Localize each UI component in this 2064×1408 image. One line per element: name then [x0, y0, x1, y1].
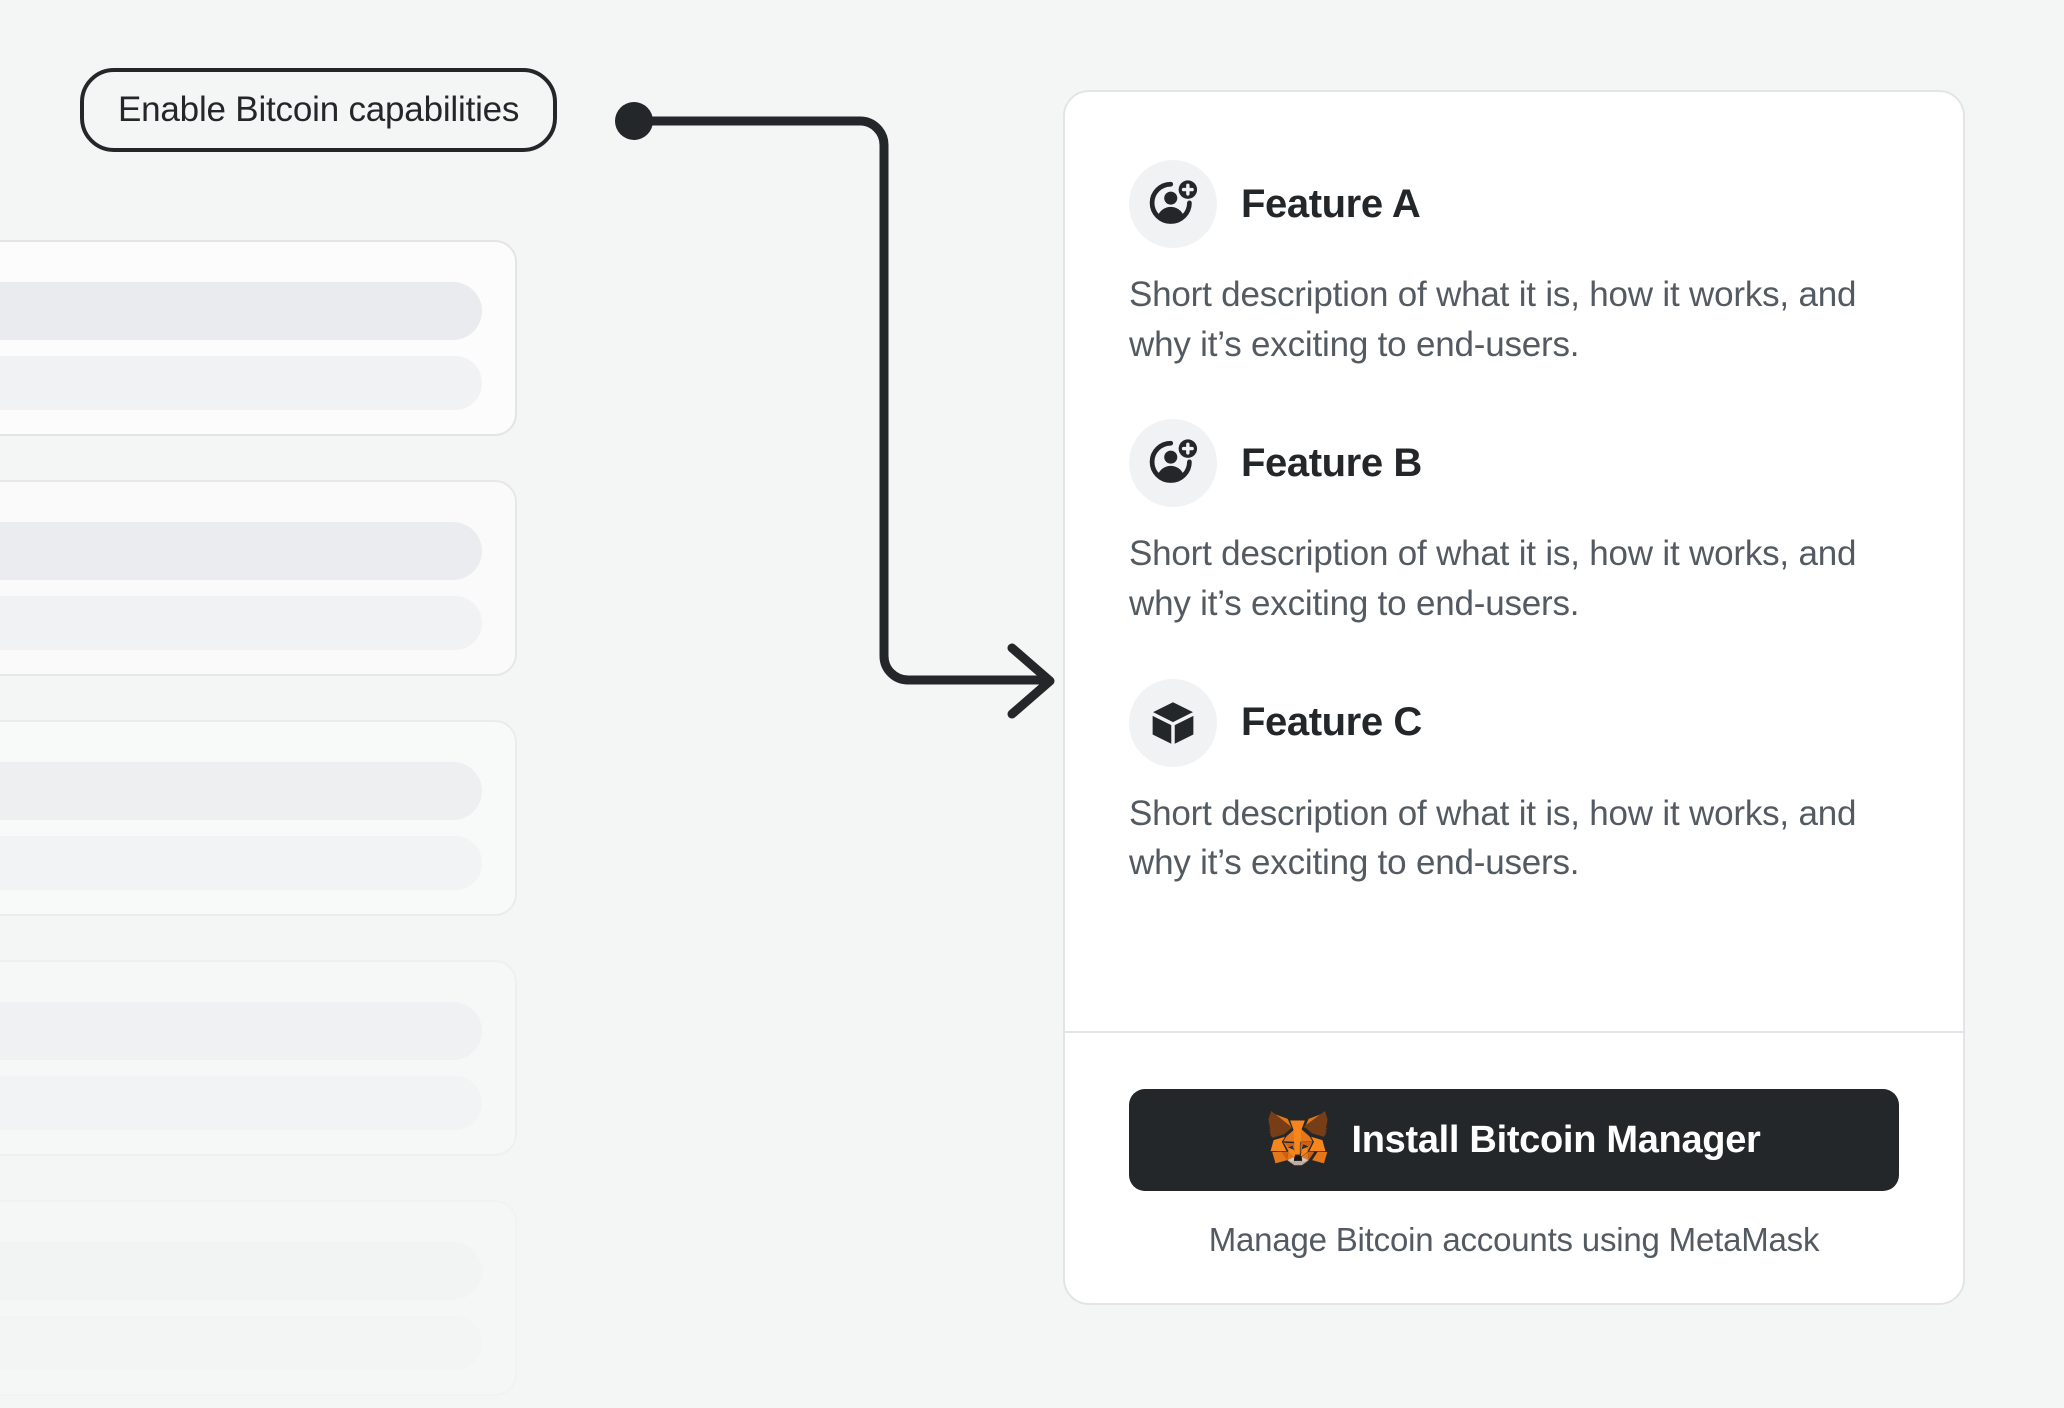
feature-header: Feature B: [1129, 419, 1899, 508]
feature-card: Feature A Short description of what it i…: [1063, 90, 1965, 1305]
footer-caption: Manage Bitcoin accounts using MetaMask: [1208, 1221, 1820, 1258]
feature-description: Short description of what it is, how it …: [1129, 275, 1857, 364]
skeleton-card: [0, 1200, 517, 1396]
card-footer: Install Bitcoin Manager Manage Bitcoin a…: [1065, 1033, 1963, 1303]
feature-title: Feature B: [1241, 440, 1422, 485]
skeleton-card: [0, 720, 517, 916]
skeleton-card: [0, 960, 517, 1156]
skeleton-bar: [0, 762, 482, 820]
feature-list: Feature A Short description of what it i…: [1065, 92, 1963, 969]
skeleton-bar: [0, 282, 482, 340]
feature-item: Feature C Short description of what it i…: [1129, 678, 1899, 888]
feature-item: Feature B Short description of what it i…: [1129, 419, 1899, 628]
feature-description: Short description of what it is, how it …: [1129, 534, 1857, 624]
cube-icon: [1129, 678, 1217, 767]
feature-title: Feature A: [1241, 181, 1421, 226]
skeleton-bar: [0, 522, 482, 580]
connector-line: [629, 116, 1051, 685]
card-divider: [1065, 1031, 1963, 1033]
feature-header: Feature A: [1129, 160, 1899, 248]
skeleton-bar: [0, 836, 482, 890]
install-button-label: Install Bitcoin Manager: [1351, 1118, 1761, 1161]
feature-title: Feature C: [1241, 700, 1422, 745]
connector-arrowhead-icon: [1007, 643, 1055, 719]
metamask-fox-icon: [1267, 1111, 1329, 1169]
skeleton-card: [0, 480, 517, 676]
install-bitcoin-manager-button[interactable]: Install Bitcoin Manager: [1129, 1089, 1899, 1191]
feature-item: Feature A Short description of what it i…: [1129, 160, 1899, 369]
skeleton-placeholder-column: [0, 0, 640, 1408]
skeleton-card: [0, 240, 517, 436]
add-account-icon: [1129, 419, 1217, 508]
feature-header: Feature C: [1129, 678, 1899, 767]
skeleton-bar: [0, 356, 482, 410]
skeleton-bar: [0, 1076, 482, 1130]
skeleton-bar: [0, 1242, 482, 1300]
add-account-icon: [1129, 160, 1217, 248]
annotation-label: Enable Bitcoin capabilities: [80, 68, 558, 152]
feature-description: Short description of what it is, how it …: [1129, 793, 1857, 883]
skeleton-bar: [0, 1002, 482, 1060]
skeleton-bar: [0, 596, 482, 650]
skeleton-bar: [0, 1316, 482, 1370]
